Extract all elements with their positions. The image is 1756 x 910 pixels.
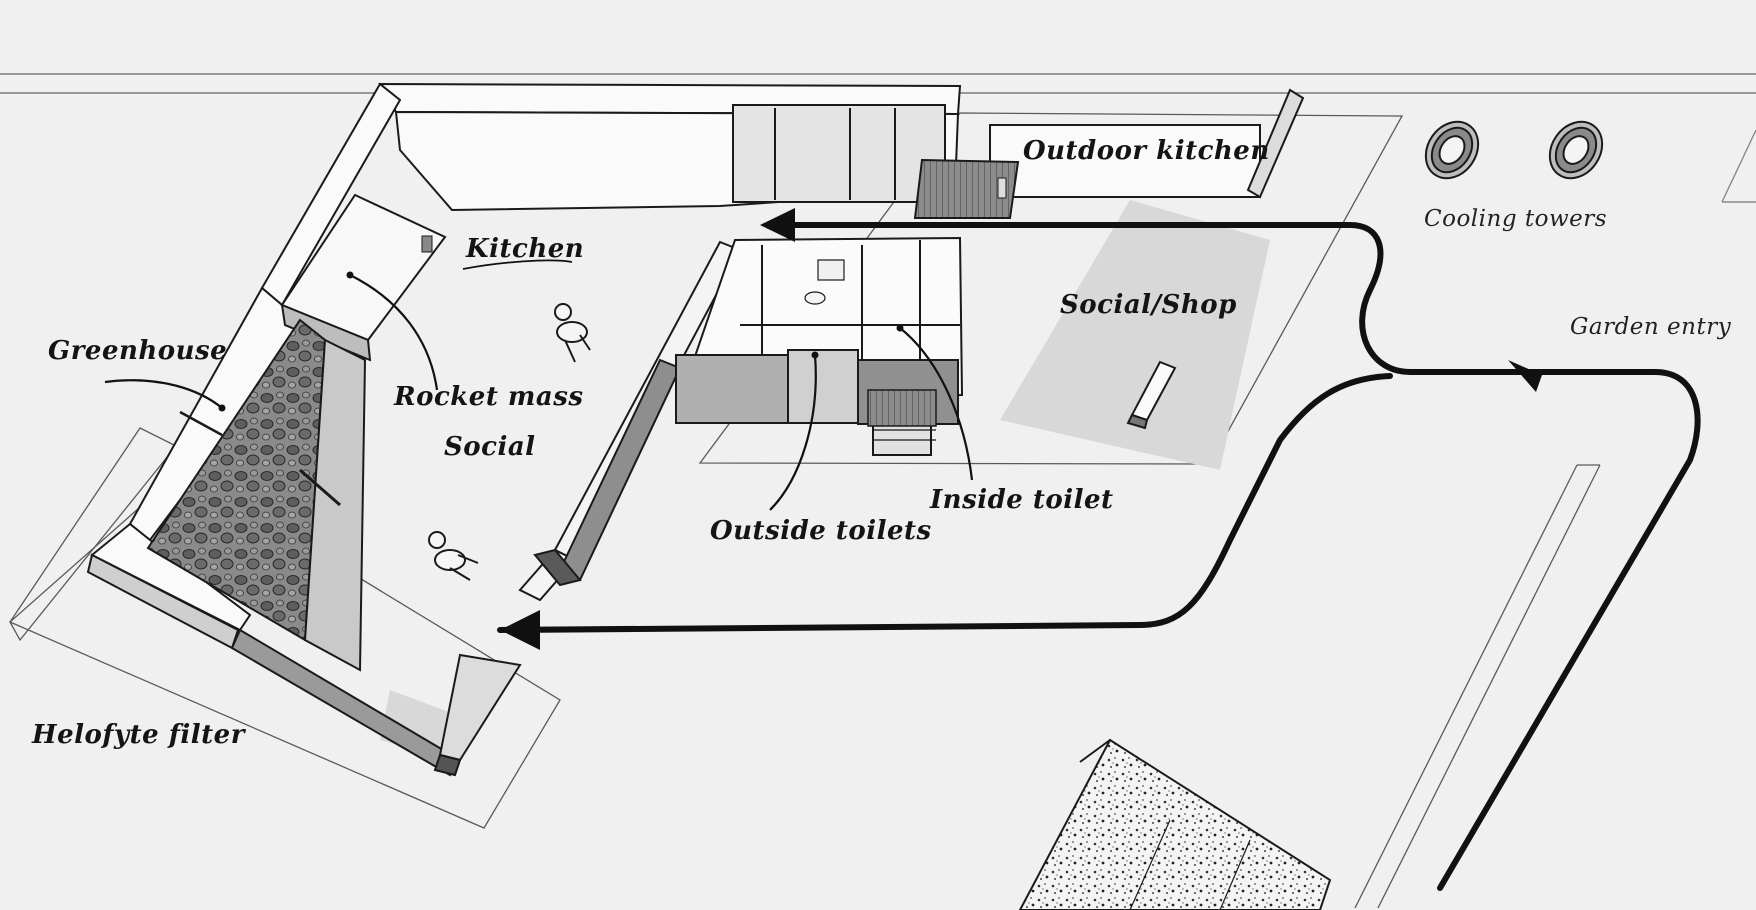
garden-bed [1018,738,1332,910]
label-social: Social [444,432,536,462]
toilet-block [675,236,964,456]
cooling-tower-2 [1548,120,1604,180]
building-main [86,82,962,650]
label-cooling-towers: Cooling towers [1424,206,1608,232]
leader-lines [104,259,974,511]
label-greenhouse: Greenhouse [48,336,228,366]
outdoor-kitchen-structure [913,88,1305,219]
building-inner-wall [518,240,742,602]
label-helofyte-filter: Helofyte filter [32,720,245,750]
greenhouse-bed [146,318,367,672]
label-outdoor-kitchen: Outdoor kitchen [1023,136,1270,166]
path-arrowheads [500,208,1542,650]
label-kitchen: Kitchen [466,234,585,264]
rocket-mass-block [280,193,447,362]
leader-dots [218,271,904,412]
label-outside-toilets: Outside toilets [710,516,932,546]
label-rocket-mass: Rocket mass [394,382,584,412]
shop-bench [1126,360,1177,430]
person-2 [428,531,479,581]
cooling-tower-1 [1424,120,1480,180]
building-lower-wall [230,628,522,777]
label-garden-entry: Garden entry [1570,314,1732,340]
circulation-path [497,222,1701,891]
label-inside-toilet: Inside toilet [930,485,1114,515]
person-1 [554,303,591,363]
label-social-shop: Social/Shop [1060,290,1237,320]
